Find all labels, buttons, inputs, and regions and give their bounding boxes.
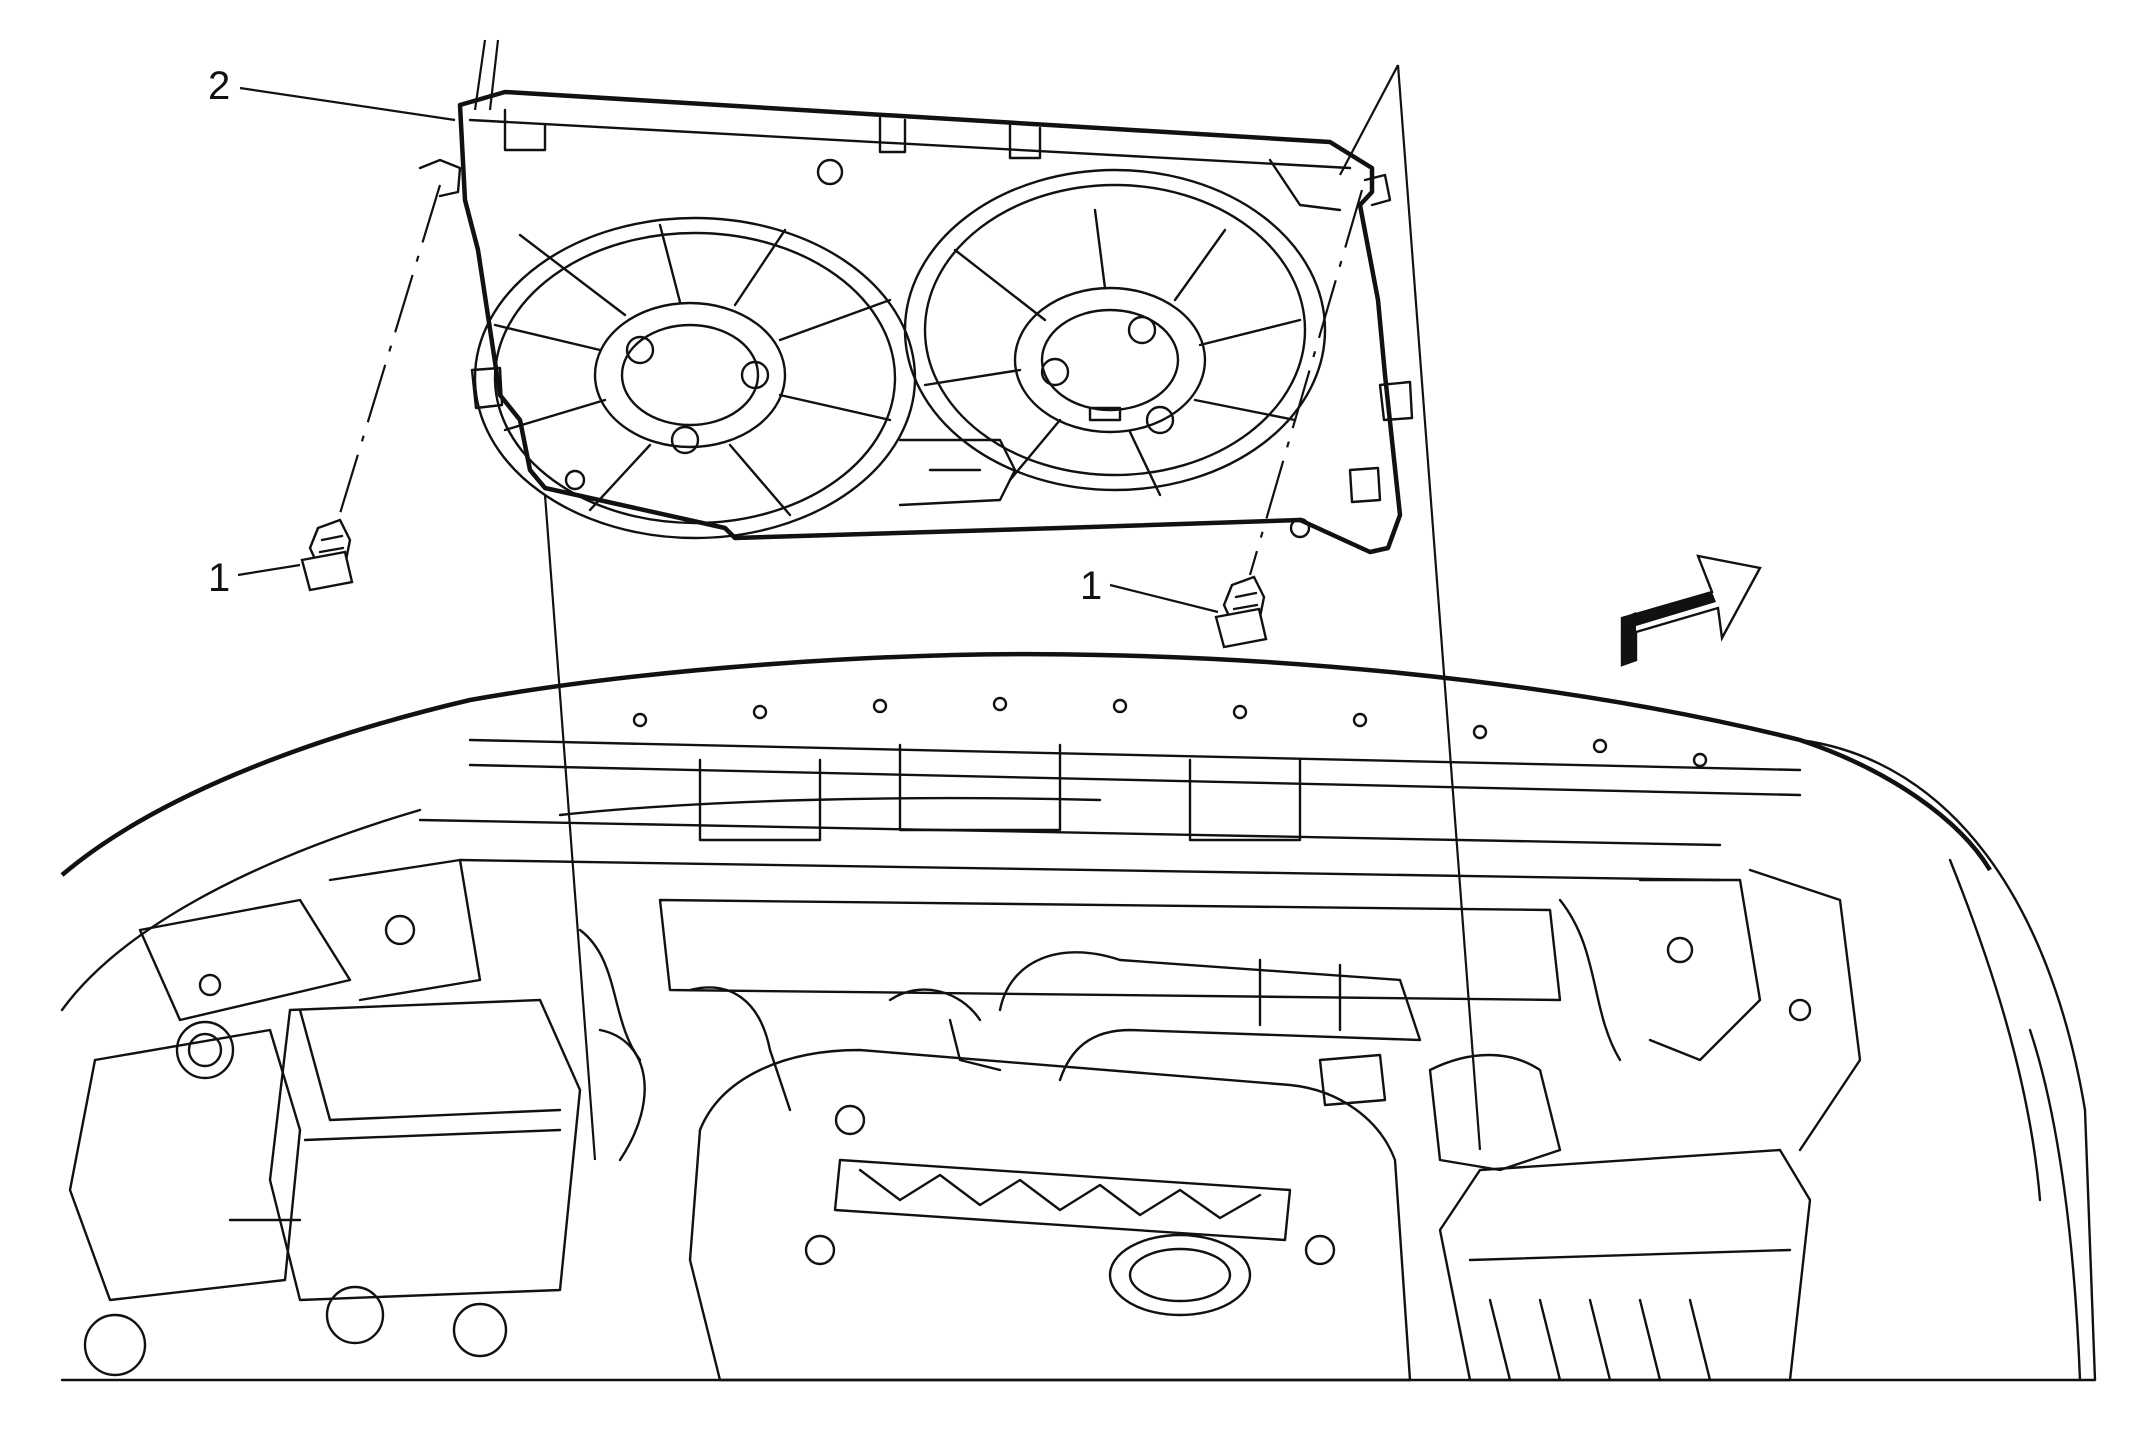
bolt-left <box>300 518 354 592</box>
callout-bolt-right: 1 <box>1080 564 1103 608</box>
leader-lines <box>237 39 1482 1161</box>
front-of-vehicle-arrow-icon <box>1620 554 1762 667</box>
callout-bolt-left: 1 <box>208 556 231 600</box>
cooling-fan-shroud <box>418 89 1414 555</box>
bolt-right <box>1214 575 1268 649</box>
engine-compartment <box>60 651 2097 1382</box>
callout-fan-shroud: 2 <box>208 64 231 108</box>
